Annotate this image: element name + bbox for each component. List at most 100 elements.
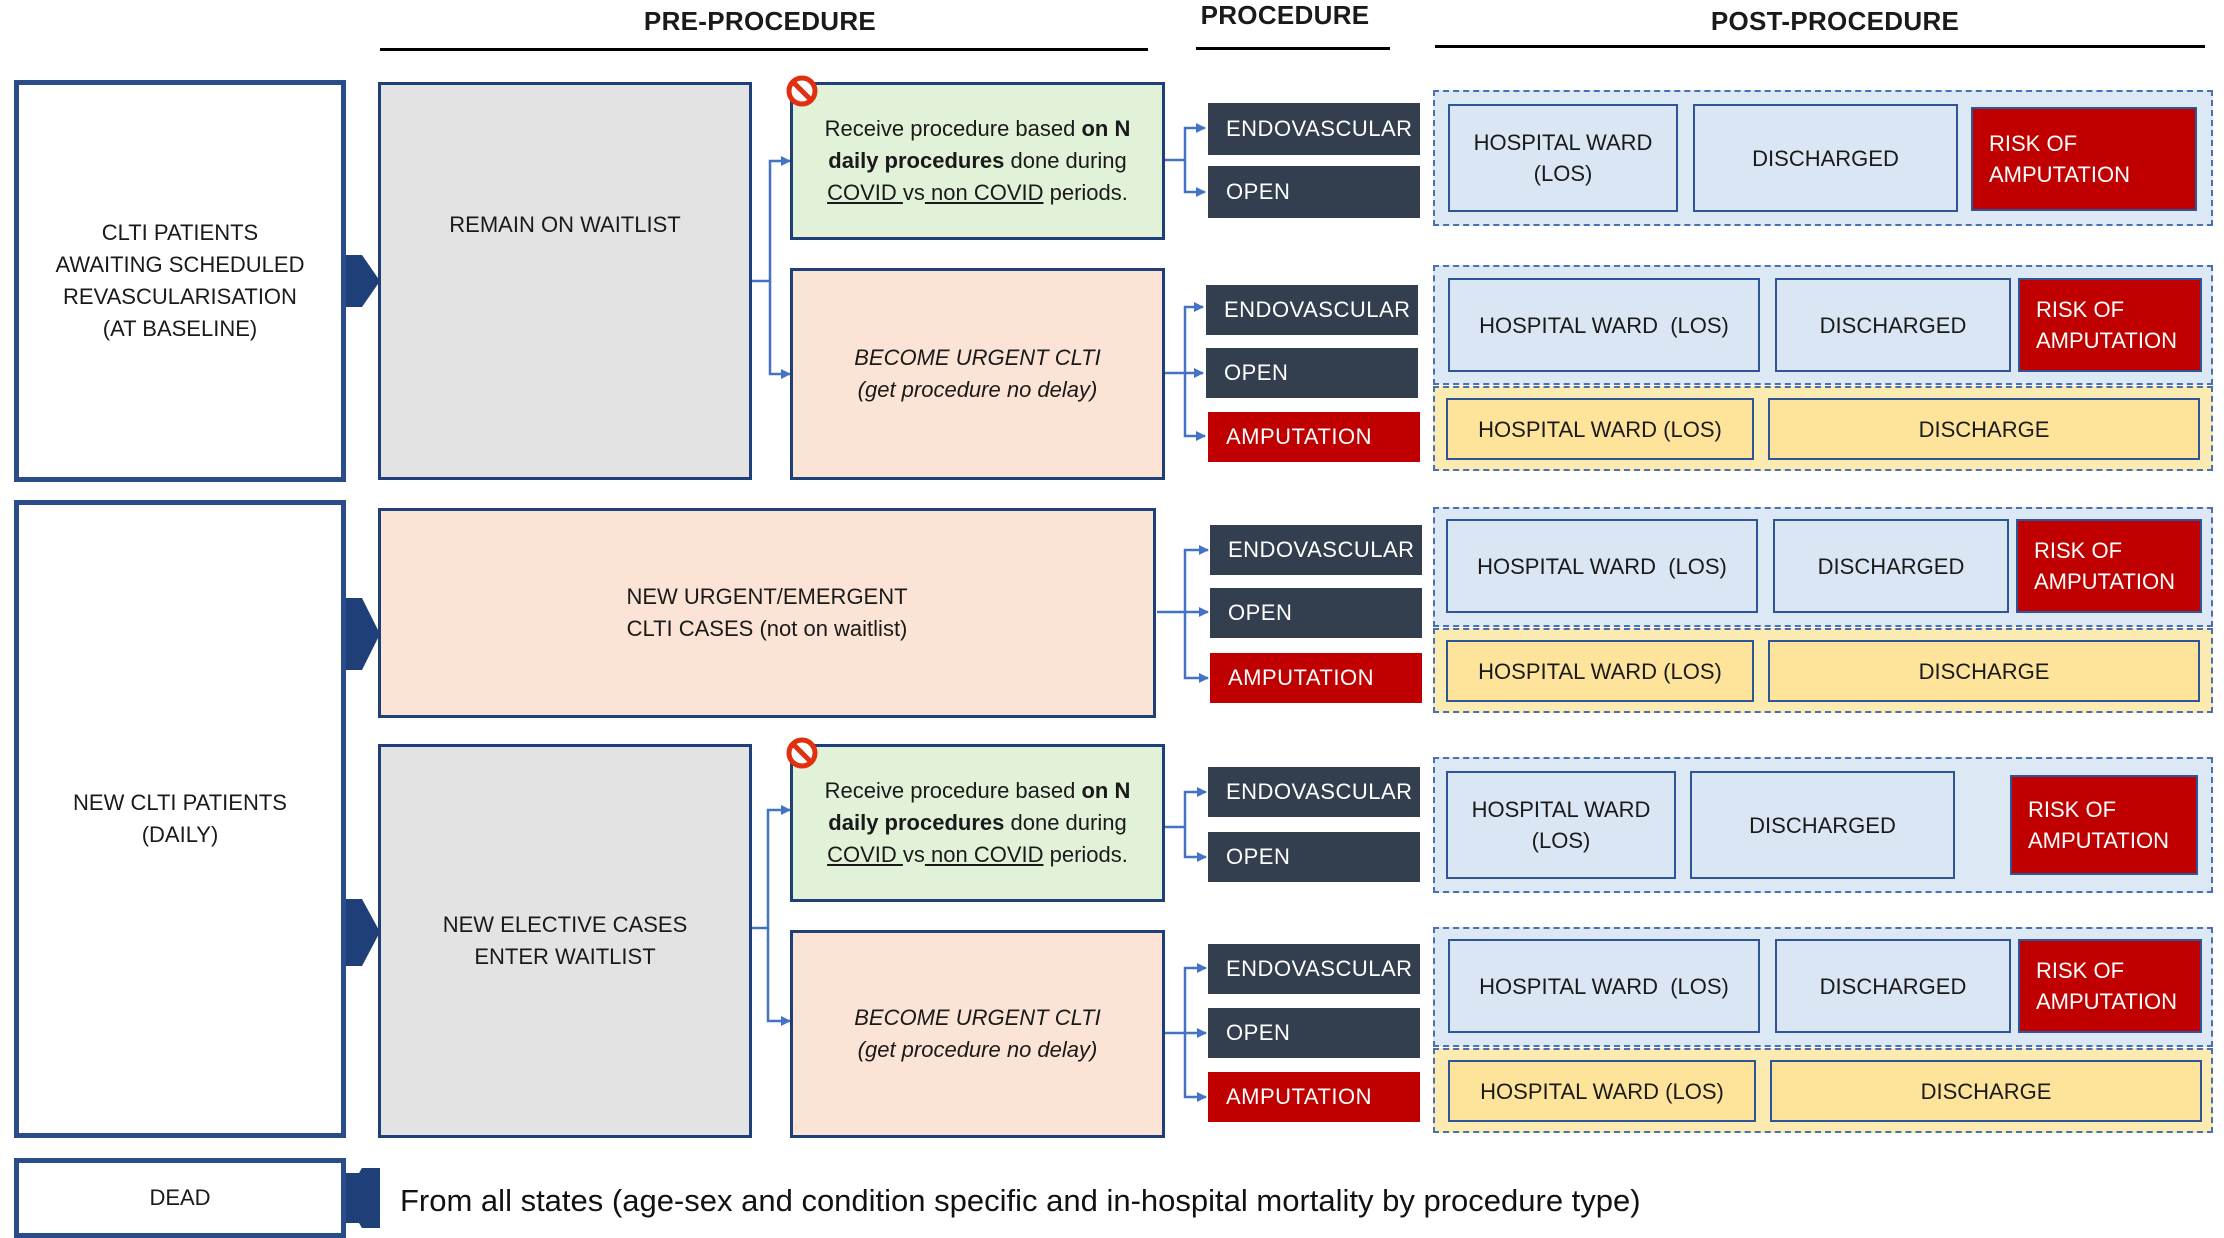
proc-endovascular: ENDOVASCULAR bbox=[1206, 285, 1418, 335]
prohibited-icon bbox=[786, 75, 818, 107]
receive-bold-n: on N bbox=[1081, 778, 1131, 803]
state-arrow-new-elective bbox=[345, 899, 380, 966]
proc-amputation: AMPUTATION bbox=[1210, 653, 1422, 703]
become-urgent-line2: (get procedure no delay) bbox=[857, 1037, 1098, 1062]
mortality-footnote: From all states (age-sex and condition s… bbox=[400, 1183, 1641, 1218]
state-arrow-dead bbox=[344, 1168, 380, 1228]
post-hospital-ward-yellow: HOSPITAL WARD (LOS) bbox=[1446, 398, 1754, 460]
receive-text: Receive procedure based bbox=[824, 778, 1082, 803]
proc-open: OPEN bbox=[1206, 348, 1418, 398]
header-procedure: PROCEDURE bbox=[1200, 0, 1370, 30]
receive-bold-daily: daily procedures bbox=[828, 810, 1005, 835]
state-dead-label: DEAD bbox=[149, 1185, 211, 1210]
state-baseline-line2: AWAITING SCHEDULED bbox=[55, 252, 305, 277]
risk-line1: RISK OF bbox=[2028, 797, 2117, 822]
state-new-daily-line2: (DAILY) bbox=[141, 822, 219, 847]
risk-line1: RISK OF bbox=[2034, 538, 2123, 563]
post-discharge-yellow: DISCHARGE bbox=[1768, 398, 2200, 460]
state-arrow-baseline bbox=[345, 255, 380, 307]
state-baseline-box: CLTI PATIENTS AWAITING SCHEDULED REVASCU… bbox=[14, 80, 346, 482]
state-new-daily-line1: NEW CLTI PATIENTS bbox=[73, 790, 287, 815]
receive-vs: vs bbox=[902, 842, 925, 867]
state-dead-box: DEAD bbox=[14, 1158, 346, 1238]
header-post-procedure: POST-PROCEDURE bbox=[1710, 6, 1960, 36]
receive-covid: COVID bbox=[827, 180, 903, 205]
post-hospital-ward: HOSPITAL WARD (LOS) bbox=[1448, 939, 1760, 1033]
receive-text: Receive procedure based bbox=[824, 116, 1082, 141]
proc-open: OPEN bbox=[1210, 588, 1422, 638]
header-procedure-underline bbox=[1196, 47, 1390, 50]
new-urgent-line1: NEW URGENT/EMERGENT bbox=[626, 584, 908, 609]
new-urgent-line2: CLTI CASES (not on waitlist) bbox=[626, 616, 908, 641]
become-urgent-line1: BECOME URGENT CLTI bbox=[854, 1005, 1101, 1030]
post-discharged: DISCHARGED bbox=[1775, 278, 2011, 372]
receive-procedure-box-2: Receive procedure based on N daily proce… bbox=[790, 744, 1165, 902]
ward-line2: (LOS) bbox=[1531, 828, 1591, 853]
post-discharged: DISCHARGED bbox=[1773, 519, 2009, 613]
receive-bold-n: on N bbox=[1081, 116, 1131, 141]
header-pre-underline bbox=[380, 48, 1148, 51]
state-new-daily-box: NEW CLTI PATIENTS (DAILY) bbox=[14, 500, 346, 1138]
ward-line2: (LOS) bbox=[1533, 161, 1593, 186]
receive-bold-daily: daily procedures bbox=[828, 148, 1005, 173]
proc-endovascular: ENDOVASCULAR bbox=[1208, 944, 1420, 994]
receive-procedure-box-1: Receive procedure based on N daily proce… bbox=[790, 82, 1165, 240]
state-baseline-line1: CLTI PATIENTS bbox=[101, 220, 259, 245]
proc-endovascular: ENDOVASCULAR bbox=[1208, 767, 1420, 817]
new-elective-line1: NEW ELECTIVE CASES bbox=[442, 912, 688, 937]
post-risk-amputation: RISK OF AMPUTATION bbox=[2010, 775, 2198, 875]
proc-endovascular: ENDOVASCULAR bbox=[1208, 103, 1420, 155]
proc-open: OPEN bbox=[1208, 832, 1420, 882]
receive-non-covid: non COVID bbox=[924, 180, 1044, 205]
risk-line2: AMPUTATION bbox=[2036, 989, 2177, 1014]
receive-text-during: done during bbox=[1004, 810, 1127, 835]
proc-endovascular: ENDOVASCULAR bbox=[1210, 525, 1422, 575]
receive-covid: COVID bbox=[827, 842, 903, 867]
new-urgent-box: NEW URGENT/EMERGENT CLTI CASES (not on w… bbox=[378, 508, 1156, 718]
post-risk-amputation: RISK OF AMPUTATION bbox=[2016, 519, 2202, 613]
state-arrow-new-urgent bbox=[345, 598, 380, 670]
proc-open: OPEN bbox=[1208, 166, 1420, 218]
receive-text-during: done during bbox=[1004, 148, 1127, 173]
post-hospital-ward: HOSPITAL WARD (LOS) bbox=[1446, 771, 1676, 879]
proc-open: OPEN bbox=[1208, 1008, 1420, 1058]
become-urgent-line1: BECOME URGENT CLTI bbox=[854, 345, 1101, 370]
remain-waitlist-label: REMAIN ON WAITLIST bbox=[449, 212, 681, 237]
state-baseline-line4: (AT BASELINE) bbox=[102, 316, 258, 341]
new-elective-box: NEW ELECTIVE CASES ENTER WAITLIST bbox=[378, 744, 752, 1138]
risk-line2: AMPUTATION bbox=[2036, 328, 2177, 353]
risk-line2: AMPUTATION bbox=[1989, 162, 2130, 187]
post-discharge-yellow: DISCHARGE bbox=[1770, 1060, 2202, 1122]
receive-periods: periods. bbox=[1043, 180, 1128, 205]
receive-vs: vs bbox=[902, 180, 925, 205]
become-urgent-box-2: BECOME URGENT CLTI (get procedure no del… bbox=[790, 930, 1165, 1138]
ward-line1: HOSPITAL WARD bbox=[1473, 130, 1653, 155]
post-hospital-ward: HOSPITAL WARD (LOS) bbox=[1446, 519, 1758, 613]
post-hospital-ward-yellow: HOSPITAL WARD (LOS) bbox=[1446, 640, 1754, 702]
post-discharge-yellow: DISCHARGE bbox=[1768, 640, 2200, 702]
receive-non-covid: non COVID bbox=[924, 842, 1044, 867]
become-urgent-line2: (get procedure no delay) bbox=[857, 377, 1098, 402]
state-baseline-line3: REVASCULARISATION bbox=[63, 284, 297, 309]
proc-amputation: AMPUTATION bbox=[1208, 412, 1420, 462]
risk-line2: AMPUTATION bbox=[2028, 828, 2169, 853]
post-discharged: DISCHARGED bbox=[1693, 104, 1958, 212]
new-elective-line2: ENTER WAITLIST bbox=[474, 944, 656, 969]
post-risk-amputation: RISK OF AMPUTATION bbox=[2018, 278, 2202, 372]
post-discharged: DISCHARGED bbox=[1775, 939, 2011, 1033]
ward-line1: HOSPITAL WARD bbox=[1471, 797, 1651, 822]
post-hospital-ward: HOSPITAL WARD (LOS) bbox=[1448, 104, 1678, 212]
risk-line2: AMPUTATION bbox=[2034, 569, 2175, 594]
remain-waitlist-box: REMAIN ON WAITLIST bbox=[378, 82, 752, 480]
post-hospital-ward-yellow: HOSPITAL WARD (LOS) bbox=[1448, 1060, 1756, 1122]
post-discharged: DISCHARGED bbox=[1690, 771, 1955, 879]
prohibited-icon bbox=[786, 737, 818, 769]
header-post-underline bbox=[1435, 45, 2205, 48]
post-hospital-ward: HOSPITAL WARD (LOS) bbox=[1448, 278, 1760, 372]
risk-line1: RISK OF bbox=[2036, 297, 2125, 322]
receive-periods: periods. bbox=[1043, 842, 1128, 867]
header-pre-procedure: PRE-PROCEDURE bbox=[643, 6, 877, 36]
